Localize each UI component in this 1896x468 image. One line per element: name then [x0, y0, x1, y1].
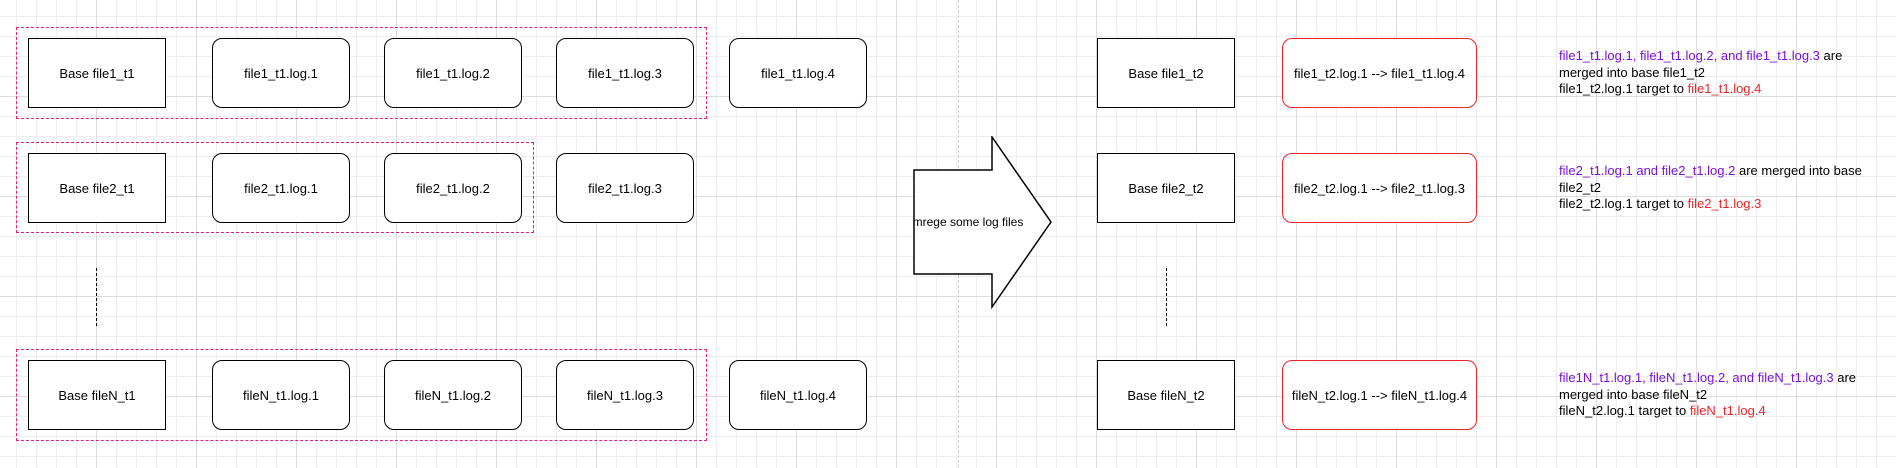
- note-row2: file2_t1.log.1 and file2_t1.log.2 are me…: [1559, 163, 1889, 213]
- note-rowN-merged: file1N_t1.log.1, fileN_t1.log.2, and fil…: [1559, 370, 1834, 385]
- file1-t1-log1-box[interactable]: file1_t1.log.1: [212, 38, 350, 108]
- merge-group-row2: [16, 142, 534, 233]
- note-row1-merged-suffix: are merged into base file1_t2: [1559, 48, 1843, 80]
- file2-t2-log1-box[interactable]: file2_t2.log.1 --> file2_t1.log.3: [1282, 153, 1477, 223]
- file1-t1-log3-box[interactable]: file1_t1.log.3: [556, 38, 694, 108]
- file2-t1-log1-box[interactable]: file2_t1.log.1: [212, 153, 350, 223]
- note-rowN-merged-suffix: are merged into base fileN_t2: [1559, 370, 1857, 402]
- note-row2-target-prefix: file2_t2.log.1 target to: [1559, 196, 1688, 211]
- base-fileN-t2-box[interactable]: Base fileN_t2: [1097, 360, 1235, 430]
- fileN-t2-log1-box[interactable]: fileN_t2.log.1 --> fileN_t1.log.4: [1282, 360, 1477, 430]
- note-row2-merged: file2_t1.log.1 and file2_t1.log.2: [1559, 163, 1736, 178]
- note-row1-merged: file1_t1.log.1, file1_t1.log.2, and file…: [1559, 48, 1820, 63]
- base-file1-t2-box[interactable]: Base file1_t2: [1097, 38, 1235, 108]
- file2-t1-log2-box[interactable]: file2_t1.log.2: [384, 153, 522, 223]
- fileN-t1-log2-box[interactable]: fileN_t1.log.2: [384, 360, 522, 430]
- merge-group-rowN: [16, 349, 707, 441]
- note-rowN-target: fileN_t1.log.4: [1689, 403, 1766, 418]
- base-file1-t1-box[interactable]: Base file1_t1: [28, 38, 166, 108]
- file1-t2-log1-box[interactable]: file1_t2.log.1 --> file1_t1.log.4: [1282, 38, 1477, 108]
- fileN-t1-log4-box[interactable]: fileN_t1.log.4: [729, 360, 867, 430]
- file1-t1-log4-box[interactable]: file1_t1.log.4: [729, 38, 867, 108]
- merge-group-row1: [16, 27, 707, 119]
- fileN-t1-log1-box[interactable]: fileN_t1.log.1: [212, 360, 350, 430]
- fileN-t1-log3-box[interactable]: fileN_t1.log.3: [556, 360, 694, 430]
- base-file2-t2-box[interactable]: Base file2_t2: [1097, 153, 1235, 223]
- merge-arrow[interactable]: mrege some log files: [912, 136, 1054, 310]
- file2-t1-log3-box[interactable]: file2_t1.log.3: [556, 153, 694, 223]
- note-row1: file1_t1.log.1, file1_t1.log.2, and file…: [1559, 48, 1889, 98]
- note-row2-target: file2_t1.log.3: [1687, 196, 1762, 211]
- ellipsis-dashed-line-right: [1166, 268, 1167, 326]
- base-fileN-t1-box[interactable]: Base fileN_t1: [28, 360, 166, 430]
- note-row1-target-prefix: file1_t2.log.1 target to: [1559, 81, 1688, 96]
- note-rowN: file1N_t1.log.1, fileN_t1.log.2, and fil…: [1559, 370, 1889, 420]
- file1-t1-log2-box[interactable]: file1_t1.log.2: [384, 38, 522, 108]
- base-file2-t1-box[interactable]: Base file2_t1: [28, 153, 166, 223]
- merge-arrow-shape: [913, 136, 1052, 310]
- merge-arrow-label: mrege some log files: [913, 215, 1024, 229]
- note-row1-target: file1_t1.log.4: [1687, 81, 1762, 96]
- note-rowN-target-prefix: fileN_t2.log.1 target to: [1559, 403, 1690, 418]
- ellipsis-dashed-line-left: [96, 268, 97, 326]
- note-row2-merged-suffix: are merged into base file2_t2: [1559, 163, 1862, 195]
